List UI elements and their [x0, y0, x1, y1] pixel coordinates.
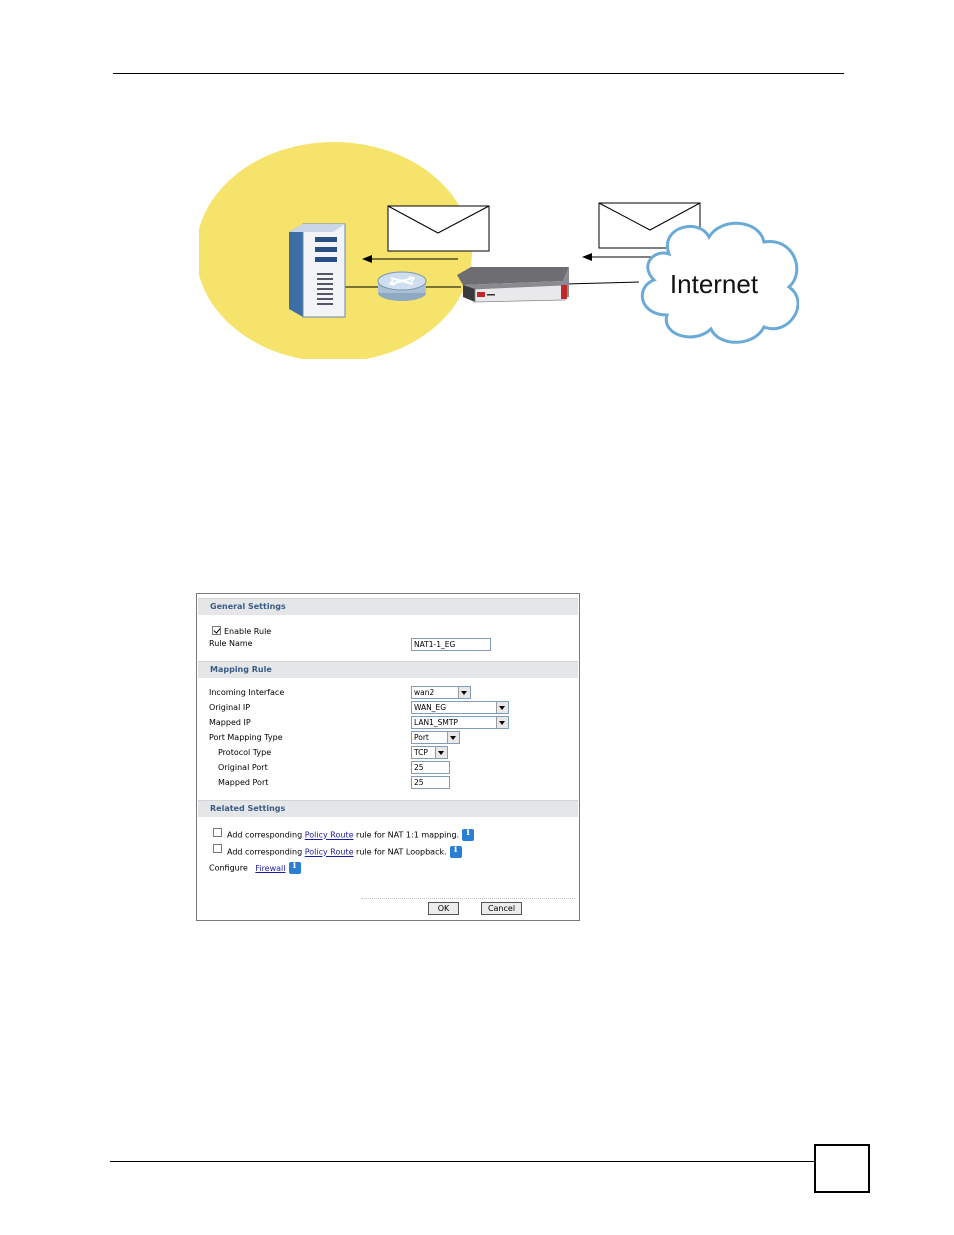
section-related: Related Settings	[198, 800, 578, 817]
section-general: General Settings	[198, 598, 578, 615]
chevron-down-icon	[435, 747, 447, 758]
original-ip-value: WAN_EG	[414, 703, 446, 712]
info-icon[interactable]	[289, 862, 301, 874]
policy-route-nat11-suffix: rule for NAT 1:1 mapping.	[356, 831, 459, 840]
enable-rule-checkbox[interactable]	[212, 626, 221, 635]
configure-prefix: Configure	[209, 864, 248, 873]
enable-rule-label: Enable Rule	[224, 627, 271, 637]
button-divider	[361, 898, 575, 899]
info-icon[interactable]	[462, 829, 474, 841]
port-mapping-type-select[interactable]: Port	[411, 731, 460, 744]
firewall-link[interactable]: Firewall	[255, 864, 285, 873]
section-general-title: General Settings	[210, 602, 286, 611]
policy-route-loopback-checkbox[interactable]	[213, 844, 222, 853]
port-mapping-type-label: Port Mapping Type	[209, 733, 283, 743]
section-related-title: Related Settings	[210, 804, 285, 813]
mapped-port-input[interactable]: 25	[411, 776, 450, 789]
chevron-down-icon	[447, 732, 459, 743]
protocol-type-value: TCP	[414, 748, 428, 757]
policy-route-link[interactable]: Policy Route	[305, 831, 354, 840]
page-number-box	[814, 1144, 870, 1193]
original-ip-select[interactable]: WAN_EG	[411, 701, 509, 714]
original-ip-label: Original IP	[209, 703, 250, 713]
info-icon[interactable]	[450, 846, 462, 858]
wan-link-line	[565, 282, 639, 284]
mapped-port-label: Mapped Port	[218, 778, 268, 788]
nat-rule-edit-panel: General Settings Enable Rule Rule Name N…	[196, 593, 580, 921]
protocol-type-select[interactable]: TCP	[411, 746, 448, 759]
section-mapping-title: Mapping Rule	[210, 665, 272, 674]
packet-envelope-icon-1	[388, 206, 489, 251]
header-rule	[113, 73, 844, 74]
policy-route-loopback-text: Add corresponding Policy Route rule for …	[227, 846, 462, 858]
policy-route-link[interactable]: Policy Route	[305, 848, 354, 857]
section-mapping: Mapping Rule	[198, 661, 578, 678]
policy-route-loopback-prefix: Add corresponding	[227, 848, 302, 857]
original-port-label: Original Port	[218, 763, 268, 773]
nat-diagram-svg: Internet	[199, 137, 799, 359]
incoming-interface-label: Incoming Interface	[209, 688, 284, 698]
ok-button[interactable]: OK	[428, 902, 459, 915]
incoming-interface-select[interactable]: wan2	[411, 686, 471, 699]
protocol-type-label: Protocol Type	[218, 748, 271, 758]
policy-route-loopback-suffix: rule for NAT Loopback.	[356, 848, 447, 857]
chevron-down-icon	[496, 702, 508, 713]
mapped-ip-label: Mapped IP	[209, 718, 251, 728]
port-mapping-type-value: Port	[414, 733, 429, 742]
configure-firewall-text: Configure Firewall	[209, 862, 301, 874]
chevron-down-icon	[496, 717, 508, 728]
firewall-device-icon	[457, 267, 569, 302]
mapped-ip-select[interactable]: LAN1_SMTP	[411, 716, 509, 729]
server-icon	[289, 224, 345, 317]
rule-name-input[interactable]: NAT1-1_EG	[411, 638, 491, 651]
mapped-ip-value: LAN1_SMTP	[414, 718, 458, 727]
router-icon	[378, 272, 426, 301]
policy-route-nat11-prefix: Add corresponding	[227, 831, 302, 840]
nat-diagram: Internet	[199, 137, 799, 359]
internet-label: Internet	[670, 269, 759, 299]
policy-route-nat11-checkbox[interactable]	[213, 828, 222, 837]
footer-rule	[110, 1161, 815, 1162]
policy-route-nat11-text: Add corresponding Policy Route rule for …	[227, 829, 474, 841]
rule-name-label: Rule Name	[209, 639, 253, 649]
original-port-input[interactable]: 25	[411, 761, 450, 774]
chevron-down-icon	[458, 687, 470, 698]
cancel-button[interactable]: Cancel	[481, 902, 522, 915]
incoming-interface-value: wan2	[414, 688, 434, 697]
